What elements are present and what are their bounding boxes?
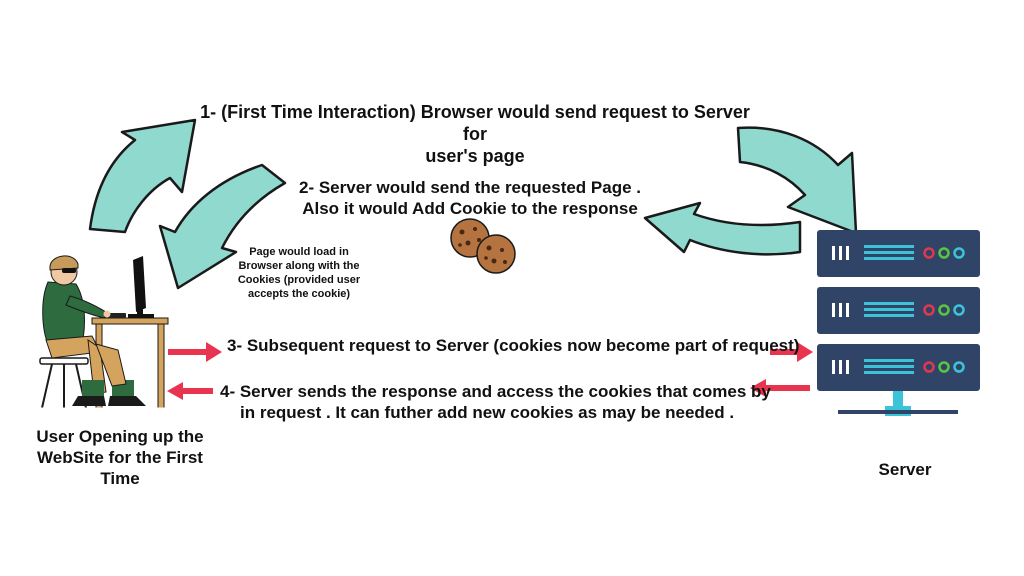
user-caption-line3: Time bbox=[100, 469, 140, 488]
step2-line2: Also it would Add Cookie to the response bbox=[302, 199, 638, 218]
curved-arrow-middle-to-user bbox=[158, 163, 287, 290]
curved-arrow-user-to-top bbox=[88, 118, 197, 234]
page-load-note: Page would load in Browser along with th… bbox=[226, 245, 372, 301]
user-caption: User Opening up the WebSite for the Firs… bbox=[20, 426, 220, 489]
server-caption: Server bbox=[878, 460, 932, 479]
step2-line1: 2- Server would send the requested Page … bbox=[299, 178, 641, 197]
user-caption-line1: User Opening up the bbox=[36, 427, 204, 446]
note-line3: Cookies (provided user bbox=[237, 274, 361, 286]
user-at-computer-illustration bbox=[30, 255, 170, 409]
step4-line1: 4- Server sends the response and access … bbox=[220, 382, 771, 401]
red-arrow-step4-right bbox=[750, 379, 810, 397]
red-arrow-step3-left bbox=[168, 342, 222, 362]
step1-line1: 1- (First Time Interaction) Browser woul… bbox=[200, 102, 750, 144]
step1-line2: user's page bbox=[425, 146, 525, 166]
step4-line2: in request . It can futher add new cooki… bbox=[240, 403, 735, 422]
step4-text: 4- Server sends the response and access … bbox=[220, 381, 771, 423]
user-caption-line2: WebSite for the First bbox=[37, 448, 203, 467]
note-line4: accepts the cookie) bbox=[247, 288, 351, 300]
step1-text: 1- (First Time Interaction) Browser woul… bbox=[190, 101, 760, 167]
red-arrow-step4-left bbox=[167, 382, 213, 400]
server-rack-icon bbox=[817, 230, 980, 416]
curved-arrow-top-to-server bbox=[736, 126, 858, 235]
step2-text: 2- Server would send the requested Page … bbox=[290, 177, 650, 219]
step3-text: 3- Subsequent request to Server (cookies… bbox=[227, 336, 800, 355]
curved-arrow-server-to-middle bbox=[643, 201, 802, 256]
note-line2: Browser along with the bbox=[238, 260, 360, 272]
note-line1: Page would load in bbox=[249, 246, 349, 258]
cookies-icon bbox=[450, 218, 516, 274]
red-arrow-step3-right bbox=[770, 342, 813, 362]
